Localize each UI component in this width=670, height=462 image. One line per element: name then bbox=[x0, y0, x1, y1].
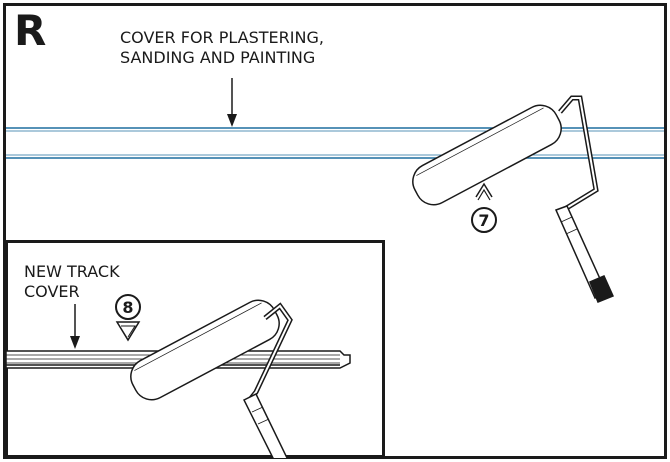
step-8-number: 8 bbox=[122, 298, 133, 317]
step-7-number: 7 bbox=[478, 211, 489, 230]
inset-panel: 8 bbox=[5, 240, 385, 458]
cover-arrow bbox=[227, 78, 237, 127]
panel-letter: R bbox=[14, 6, 47, 55]
track-cover-label: NEW TRACK COVER bbox=[24, 262, 120, 302]
track-label-line2: COVER bbox=[24, 282, 80, 301]
paint-roller-inset bbox=[130, 299, 293, 458]
plaster-cover-strip bbox=[6, 127, 664, 159]
step-8-marker: 8 bbox=[115, 294, 141, 342]
cover-label: COVER FOR PLASTERING, SANDING AND PAINTI… bbox=[120, 28, 324, 68]
track-cover-arrow bbox=[70, 304, 80, 349]
paint-roller-main bbox=[412, 95, 615, 303]
track-label-line1: NEW TRACK bbox=[24, 262, 120, 281]
inset-illustration: 8 bbox=[5, 294, 351, 458]
cover-label-line1: COVER FOR PLASTERING, bbox=[120, 28, 324, 47]
step-7-marker: 7 bbox=[471, 182, 497, 233]
cover-label-line2: SANDING AND PAINTING bbox=[120, 48, 316, 67]
